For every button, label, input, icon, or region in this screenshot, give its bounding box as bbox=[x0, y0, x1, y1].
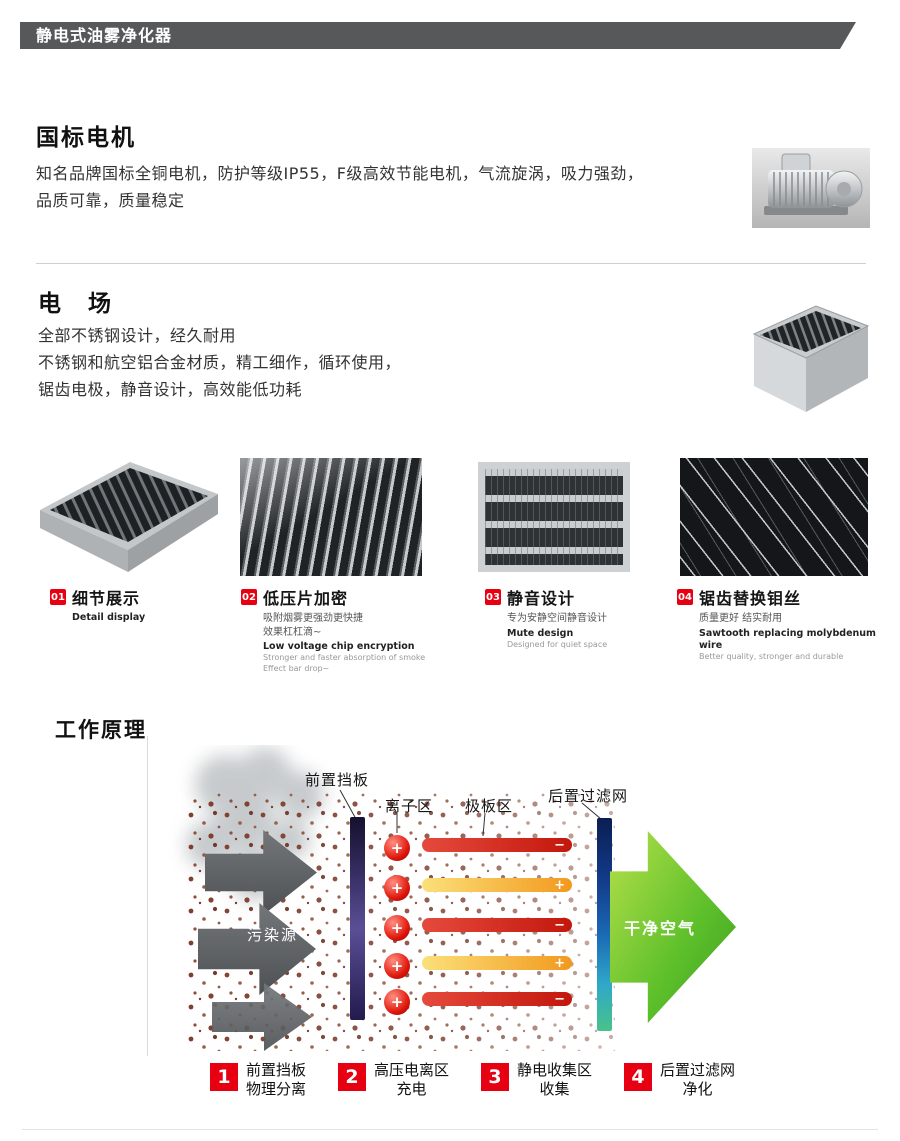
legend-item-4: 4 后置过滤网 净化 bbox=[624, 1061, 735, 1099]
feature-2-title: 低压片加密 bbox=[263, 589, 349, 608]
legend-3-line-2: 收集 bbox=[539, 1080, 570, 1098]
legend-item-1: 1 前置挡板 物理分离 bbox=[210, 1061, 306, 1099]
feature-3-photo bbox=[478, 462, 630, 572]
plus-sign: + bbox=[554, 955, 565, 971]
legend-4-line-2: 净化 bbox=[682, 1080, 713, 1098]
page-header-banner: 静电式油雾净化器 bbox=[20, 22, 856, 49]
legend-item-2: 2 高压电离区 充电 bbox=[338, 1061, 449, 1099]
feature-3-desc-en: Designed for quiet space bbox=[507, 639, 608, 649]
feature-3-subtitle-en: Mute design bbox=[507, 627, 574, 639]
motor-photo bbox=[752, 148, 870, 228]
feature-1-caption: 01 细节展示 Detail display bbox=[50, 585, 230, 624]
motor-text-line-2: 品质可靠，质量稳定 bbox=[36, 191, 185, 210]
legend-2-line-1: 高压电离区 bbox=[374, 1061, 450, 1079]
working-principle-diagram: 污染源 + + + + + − + − + − 干净空气 前置挡板 离子区 极板… bbox=[150, 745, 760, 1057]
legend-text-4: 后置过滤网 净化 bbox=[660, 1061, 735, 1099]
legend-text-1: 前置挡板 物理分离 bbox=[246, 1061, 306, 1099]
feature-2-heading: 02 低压片加密 bbox=[241, 585, 441, 609]
feature-2-desc-en-1: Stronger and faster absorption of smoke bbox=[263, 653, 426, 663]
motor-illustration bbox=[752, 148, 870, 228]
front-baffle-label: 前置挡板 bbox=[305, 771, 370, 789]
rear-filter-bar bbox=[597, 818, 612, 1031]
field-text-line-3: 锯齿电极，静音设计，高效能低功耗 bbox=[38, 380, 303, 399]
field-text-line-1: 全部不锈钢设计，经久耐用 bbox=[38, 326, 237, 345]
legend-2-line-2: 充电 bbox=[396, 1080, 427, 1098]
motor-section-title: 国标电机 bbox=[36, 125, 136, 151]
feature-2-subtitle-en: Low voltage chip encryption bbox=[263, 641, 415, 652]
feature-1-number-badge: 01 bbox=[50, 589, 66, 605]
legend-1-line-1: 前置挡板 bbox=[246, 1061, 307, 1079]
feature-1-subtitle-en: Detail display bbox=[72, 612, 146, 623]
feature-4-desc-cn: 质量更好 结实耐用 bbox=[699, 613, 783, 624]
ion-particle-4: + bbox=[384, 953, 410, 979]
clean-air-label: 干净空气 bbox=[624, 919, 697, 938]
legend-4-line-1: 后置过滤网 bbox=[660, 1061, 736, 1079]
feature-1-heading: 01 细节展示 bbox=[50, 585, 230, 609]
pollution-source-label: 污染源 bbox=[247, 926, 299, 944]
feature-4-subtitle-en: Sawtooth replacing molybdenum wire bbox=[699, 627, 876, 651]
feature-4-desc-en: Better quality, stronger and durable bbox=[699, 652, 844, 662]
ion-particle-2: + bbox=[384, 875, 410, 901]
feature-1-photo bbox=[30, 458, 225, 576]
field-unit-illustration bbox=[752, 305, 870, 412]
principle-legend: 1 前置挡板 物理分离 2 高压电离区 充电 3 静电收集区 收集 4 后置过滤… bbox=[210, 1061, 735, 1099]
feature-2-desc-cn-2: 效果杠杠滴~ bbox=[263, 626, 322, 638]
minus-sign: − bbox=[554, 991, 565, 1007]
legend-number-3: 3 bbox=[481, 1063, 510, 1091]
legend-number-1: 1 bbox=[210, 1063, 238, 1091]
feature-2-desc-cn-1: 吸附烟雾更强劲更快捷 bbox=[263, 613, 363, 624]
feature-4-number-badge: 04 bbox=[677, 589, 693, 605]
feature-1-illustration bbox=[40, 462, 218, 572]
field-section-title: 电 场 bbox=[38, 291, 113, 317]
collector-plate-positive-2: + bbox=[422, 956, 572, 970]
ion-particle-5: + bbox=[384, 989, 410, 1015]
feature-2-number-badge: 02 bbox=[241, 589, 257, 605]
feature-3-number-badge: 03 bbox=[485, 589, 501, 605]
plate-zone-label: 极板区 bbox=[465, 797, 514, 815]
legend-1-line-2: 物理分离 bbox=[246, 1080, 307, 1098]
feature-3-heading: 03 静音设计 bbox=[485, 585, 670, 609]
principle-section-title: 工作原理 bbox=[55, 718, 147, 742]
field-section-text: 全部不锈钢设计，经久耐用 不锈钢和航空铝合金材质，精工细作，循环使用， 锯齿电极… bbox=[38, 322, 658, 403]
legend-3-line-1: 静电收集区 bbox=[517, 1061, 593, 1079]
motor-text-line-1: 知名品牌国标全铜电机，防护等级IP55，F级高效节能电机，气流旋涡，吸力强劲， bbox=[36, 164, 644, 183]
principle-left-rule bbox=[147, 736, 148, 1056]
legend-number-2: 2 bbox=[338, 1063, 367, 1091]
ion-particle-1: + bbox=[384, 835, 410, 861]
minus-sign: − bbox=[554, 917, 565, 933]
feature-3-desc-cn: 专为安静空间静音设计 bbox=[507, 613, 607, 624]
feature-4-heading: 04 锯齿替换钼丝 bbox=[677, 585, 887, 609]
legend-text-3: 静电收集区 收集 bbox=[517, 1061, 592, 1099]
page-title: 静电式油雾净化器 bbox=[36, 26, 173, 45]
minus-sign: − bbox=[554, 837, 565, 853]
legend-number-4: 4 bbox=[624, 1063, 653, 1091]
plus-sign: + bbox=[554, 877, 565, 893]
label-connector-lines bbox=[339, 789, 602, 837]
feature-4-caption: 04 锯齿替换钼丝 质量更好 结实耐用 Sawtooth replacing m… bbox=[677, 585, 887, 663]
legend-text-2: 高压电离区 充电 bbox=[374, 1061, 449, 1099]
feature-3-title: 静音设计 bbox=[507, 589, 576, 608]
collector-plate-negative-3: − bbox=[422, 992, 572, 1006]
bottom-divider bbox=[22, 1129, 878, 1130]
feature-4-title: 锯齿替换钼丝 bbox=[699, 589, 802, 608]
legend-item-3: 3 静电收集区 收集 bbox=[481, 1061, 592, 1099]
feature-3-caption: 03 静音设计 专为安静空间静音设计 Mute design Designed … bbox=[485, 585, 670, 650]
rear-filter-label: 后置过滤网 bbox=[548, 787, 629, 805]
collector-plate-negative-2: − bbox=[422, 918, 572, 932]
feature-1-title: 细节展示 bbox=[72, 589, 141, 608]
feature-4-photo bbox=[680, 458, 868, 576]
ion-particle-3: + bbox=[384, 915, 410, 941]
section-divider bbox=[36, 263, 866, 264]
motor-section-text: 知名品牌国标全铜电机，防护等级IP55，F级高效节能电机，气流旋涡，吸力强劲， … bbox=[36, 160, 726, 214]
collector-plate-negative-1: − bbox=[422, 838, 572, 852]
front-baffle-bar bbox=[350, 817, 365, 1020]
collector-plate-positive-1: + bbox=[422, 878, 572, 892]
ion-zone-label: 离子区 bbox=[385, 797, 434, 815]
feature-2-caption: 02 低压片加密 吸附烟雾更强劲更快捷 效果杠杠滴~ Low voltage c… bbox=[241, 585, 441, 674]
feature-2-desc-en-2: Effect bar drop~ bbox=[263, 663, 330, 673]
field-text-line-2: 不锈钢和航空铝合金材质，精工细作，循环使用， bbox=[38, 353, 402, 372]
field-unit-photo bbox=[748, 300, 873, 415]
feature-2-photo bbox=[240, 458, 422, 576]
